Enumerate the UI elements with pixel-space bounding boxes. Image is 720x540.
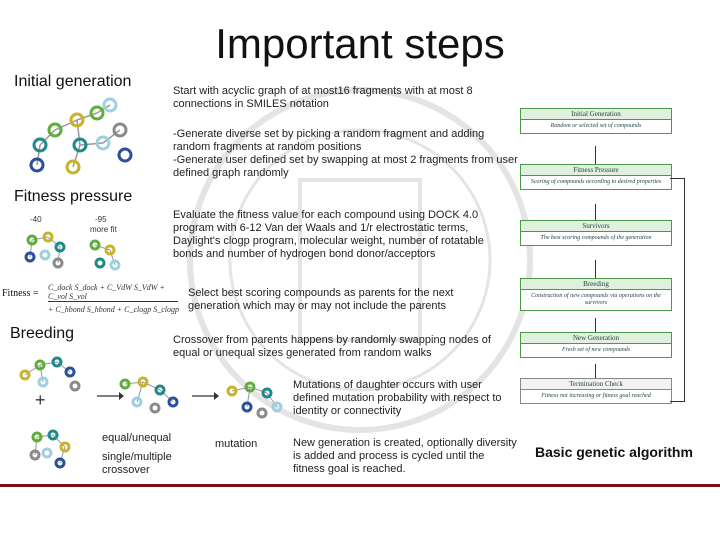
crossover-caption: crossover — [102, 464, 150, 476]
new-generation-text: New generation is created, optionally di… — [293, 437, 517, 475]
slide-title: Important steps — [215, 20, 505, 67]
crossover-child-molecule — [119, 376, 179, 414]
flow-box-initial: Initial Generation Random or selected se… — [520, 108, 672, 134]
fitness-formula-term: + C_hbond S_hbond + C_clogp S_clogp — [48, 305, 180, 314]
bottom-rule — [0, 484, 720, 487]
flow-arrow — [595, 318, 596, 332]
mutation-arrow-icon — [192, 392, 219, 400]
flow-box-breeding: Breeding Construction of new compounds v… — [520, 278, 672, 311]
evaluate-text: Evaluate the fitness value for each comp… — [173, 209, 484, 260]
fitness-molecule-a — [24, 231, 66, 269]
crossover-arrow-icon — [97, 392, 124, 400]
initial-generation-label: Initial generation — [14, 73, 132, 90]
parent-molecule-a — [19, 356, 81, 392]
fitness-formula-lhs: Fitness = — [2, 288, 39, 299]
mutated-molecule — [226, 381, 283, 419]
fitness-score-a: -40 — [30, 215, 42, 224]
crossover-text: Crossover from parents happens by random… — [173, 334, 491, 359]
fitness-formula-numerator: C_dock S_dock + C_VdW S_VdW + C_vol S_vo… — [48, 283, 178, 302]
seal-watermark — [187, 87, 533, 433]
ga-flowchart: Initial Generation Random or selected se… — [520, 108, 692, 428]
flow-arrow — [595, 146, 596, 164]
flow-box-survivors: Survivors The best scoring compounds of … — [520, 220, 672, 246]
flow-arrow — [595, 204, 596, 220]
flow-arrow — [595, 364, 596, 378]
breeding-label: Breeding — [10, 325, 75, 342]
flow-arrow — [595, 260, 596, 278]
fitness-score-b: -95 — [95, 215, 107, 224]
select-text: Select best scoring compounds as parents… — [188, 287, 454, 312]
plus-icon: + — [35, 390, 46, 410]
start-text: Start with acyclic graph of at most16 fr… — [173, 85, 473, 110]
parent-molecule-b — [29, 429, 71, 469]
initial-molecule-graph — [29, 97, 133, 175]
mutation-caption: mutation — [215, 438, 258, 450]
generate-text: -Generate diverse set by picking a rando… — [173, 128, 518, 179]
equal-unequal-caption: equal/unequal — [102, 432, 172, 444]
flow-box-termination: Termination Check Fitness not increasing… — [520, 378, 672, 404]
flow-box-new-generation: New Generation Fresh set of new compound… — [520, 332, 672, 358]
flow-box-fitness: Fitness Pressure Scoring of compounds ac… — [520, 164, 672, 190]
flow-loop-line — [670, 178, 685, 402]
more-fit-caption: more fit — [90, 225, 117, 234]
mutations-text: Mutations of daughter occurs with user d… — [293, 379, 502, 417]
basic-ga-caption: Basic genetic algorithm — [535, 444, 693, 460]
fitness-molecule-b — [89, 239, 121, 271]
fitness-pressure-label: Fitness pressure — [14, 188, 133, 205]
single-multiple-caption: single/multiple — [102, 451, 172, 463]
